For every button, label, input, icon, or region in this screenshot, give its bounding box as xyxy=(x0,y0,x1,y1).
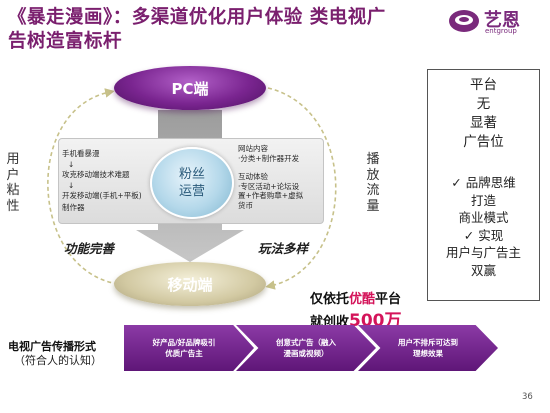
page-number: 36 xyxy=(522,392,533,402)
check-icon: ✓ xyxy=(451,175,466,190)
summary-top-4: 广告位 xyxy=(463,134,504,150)
summary-bottom-5: 用户与广告主 xyxy=(445,245,521,260)
title-line-1: 《暴走漫画》：多渠道优化用户体验 类电视广 xyxy=(8,7,386,28)
down-arrow-glyph: ↓ xyxy=(68,160,75,169)
caption-feature-complete: 功能完善 xyxy=(64,241,115,256)
summary-bottom-6: 双赢 xyxy=(470,262,496,278)
summary-box: 平台 无 显著 广告位 ✓ 品牌思维 打造 商业模式 ✓ 实现 用户与广告主 双… xyxy=(427,69,540,301)
title-line-2: 告树造富标杆 xyxy=(8,31,123,52)
pc-channel-ellipse: PC端 xyxy=(114,66,266,110)
logo-text: 艺恩 xyxy=(484,10,520,31)
propagation-step-1: 好产品/好品牌吸引 优质广告主 xyxy=(124,325,254,371)
center-label-line-2: 运营 xyxy=(178,184,205,199)
propagation-step-2: 创意式广告（融入 漫画或视频） xyxy=(236,325,376,371)
propagation-step-3: 用户不排斥可达到 理想效果 xyxy=(358,325,498,371)
loop-arrow-left xyxy=(47,88,119,285)
left-item-2: 攻克移动端技术难题 xyxy=(62,170,130,179)
summary-bottom-1: ✓ 品牌思维 xyxy=(451,175,516,190)
right-item-6: 货币 xyxy=(238,200,253,210)
logo-subtext: entgroup xyxy=(485,27,517,35)
left-item-3: 开发移动端(手机+平板) xyxy=(62,191,142,200)
summary-top: 平台 无 显著 广告位 xyxy=(428,76,539,152)
entgroup-logo: 艺恩 entgroup xyxy=(448,5,548,39)
mobile-channel-ellipse: 移动端 xyxy=(114,262,266,306)
pc-label: PC端 xyxy=(171,79,209,98)
summary-bottom-4: ✓ 实现 xyxy=(463,227,504,243)
propagation-sublabel: （符合人的认知） xyxy=(14,354,102,367)
center-label-line-1: 粉丝 xyxy=(178,167,205,182)
website-content-list: 网站内容 ·分类+制作器开发 互动体验 ·专区活动+论坛设 置+作者购章+虚拟 … xyxy=(238,144,322,210)
summary-bottom-2: 打造 xyxy=(470,192,496,208)
summary-bottom-3: 商业模式 xyxy=(458,210,509,225)
promo-line-1: 仅依托优酷平台 xyxy=(310,292,402,307)
play-traffic-label: 播放流量 xyxy=(366,152,380,214)
right-item-3: 互动体验 xyxy=(238,172,268,181)
summary-top-1: 平台 xyxy=(470,77,497,93)
caption-diverse-play: 玩法多样 xyxy=(258,241,309,256)
fan-operation-circle: 粉丝 运营 xyxy=(150,147,234,219)
user-stickiness-label: 用户粘性 xyxy=(6,152,20,214)
right-item-1: 网站内容 xyxy=(238,144,268,153)
mobile-label: 移动端 xyxy=(167,275,213,294)
right-item-5: 置+作者购章+虚拟 xyxy=(238,191,304,200)
slide-title: 《暴走漫画》：多渠道优化用户体验 类电视广 告树造富标杆 xyxy=(8,6,428,54)
right-item-2: ·分类+制作器开发 xyxy=(238,153,300,163)
loop-arrow-right xyxy=(265,87,337,290)
check-icon: ✓ xyxy=(463,227,479,243)
left-item-4: 制作器 xyxy=(62,203,85,212)
summary-bottom: ✓ 品牌思维 打造 商业模式 ✓ 实现 用户与广告主 双赢 xyxy=(428,174,539,279)
down-arrow-glyph: ↓ xyxy=(68,181,75,190)
promo-highlight-youku: 优酷 xyxy=(349,292,376,307)
left-item-1: 手机看暴漫 xyxy=(62,149,100,158)
right-item-4: ·专区活动+论坛设 xyxy=(238,181,300,191)
propagation-label: 电视广告传播形式 xyxy=(8,340,96,353)
summary-top-3: 显著 xyxy=(470,115,497,131)
summary-top-2: 无 xyxy=(476,96,491,112)
mobile-development-list: 手机看暴漫 ↓ 攻克移动端技术难题 ↓ 开发移动端(手机+平板) 制作器 xyxy=(62,148,150,214)
logo-mark-icon xyxy=(449,10,479,32)
